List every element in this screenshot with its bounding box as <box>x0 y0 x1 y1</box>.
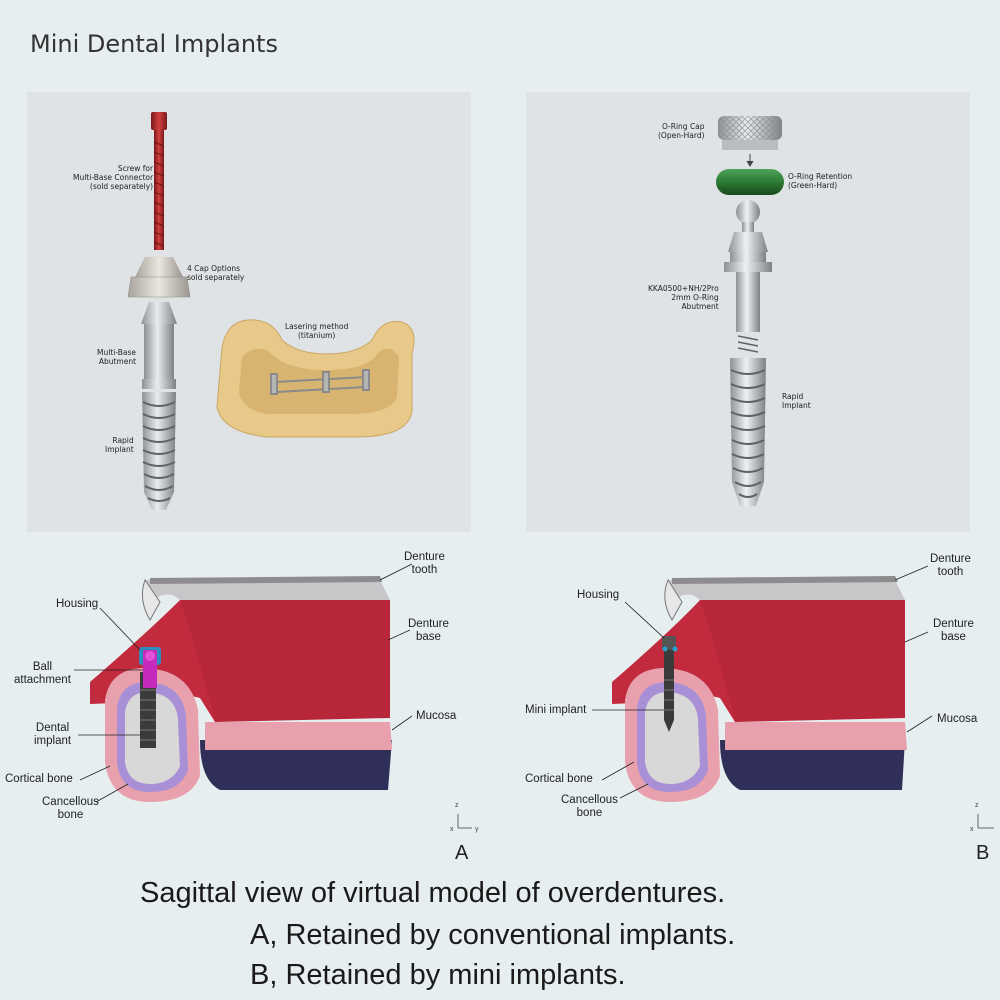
o-ring-retention-part <box>716 169 784 195</box>
a-mucosa-label: Mucosa <box>416 710 457 722</box>
a-denture-base-line-1: Denture <box>408 618 449 630</box>
o-ring-abutment-label-line-1: KKA0500+NH/2Pro <box>648 284 719 293</box>
o-ring-abutment-label-line-3: Abutment <box>681 302 719 311</box>
screw-label: Screw for Multi-Base Connector (sold sep… <box>73 164 153 191</box>
axis-icon <box>457 814 472 829</box>
a-cancellous-bone-label: Cancellous bone <box>42 796 99 822</box>
cap-label: 4 Cap Options sold separately <box>187 264 244 282</box>
diagram-a <box>74 563 472 829</box>
o-ring-abutment-part <box>724 200 772 353</box>
o-ring-cap-label: O-Ring Cap (Open-Hard) <box>658 122 705 140</box>
diagram-a-leader-lines <box>74 563 413 803</box>
lasering-label: Lasering method (titanium) <box>285 322 348 340</box>
implant-label: Rapid Implant <box>105 436 134 454</box>
o-ring-cap-label-line-1: O-Ring Cap <box>661 122 705 131</box>
b-mini-implant-label: Mini implant <box>525 704 587 716</box>
abutment-part <box>141 302 177 389</box>
cap-part <box>127 257 191 298</box>
diagram-b-letter: B <box>976 842 990 864</box>
caption-line-3: B, Retained by mini implants. <box>250 959 626 991</box>
page-title: Mini Dental Implants <box>30 30 278 58</box>
b-denture-base-label: Denture base <box>933 618 974 644</box>
a-axis-z-label: z <box>455 802 459 809</box>
a-denture-tooth-line-2: tooth <box>411 564 438 576</box>
abutment-label: Multi-Base Abutment <box>97 348 136 366</box>
b-cancellous-bone-label: Cancellous bone <box>561 794 618 820</box>
a-ball-attachment-line-2: attachment <box>14 674 71 686</box>
diagram-b-model <box>612 576 907 802</box>
b-denture-base-line-2: base <box>940 631 966 643</box>
lasering-label-line-1: Lasering method <box>285 322 349 331</box>
multi-base-implant-photo: Screw for Multi-Base Connector (sold sep… <box>27 92 471 532</box>
abutment-label-line-2: Abutment <box>98 357 137 366</box>
screw-label-line-1: Screw for <box>117 164 154 173</box>
o-ring-abutment-label: KKA0500+NH/2Pro 2mm O-Ring Abutment <box>648 284 719 311</box>
axis-icon-b <box>977 814 994 829</box>
diagram-b-leader-lines <box>592 565 933 799</box>
b-denture-tooth-label: Denture tooth <box>930 553 971 579</box>
implant-label-line-2: Implant <box>105 445 134 454</box>
o-ring-retention-label: O-Ring Retention (Green-Hard) <box>788 172 852 190</box>
b-denture-base-line-1: Denture <box>933 618 974 630</box>
a-dental-implant-label: Dental implant <box>34 722 71 748</box>
diagram-a-model <box>90 576 392 802</box>
a-axis-y-label: y <box>475 826 479 833</box>
o-ring-retention-label-line-2: (Green-Hard) <box>788 181 838 190</box>
o-ring-retention-label-line-1: O-Ring Retention <box>788 172 853 181</box>
rapid-implant-label-line-1: Rapid <box>782 392 804 401</box>
a-denture-tooth-line-1: Denture <box>404 551 445 563</box>
b-cancellous-bone-line-2: bone <box>576 807 603 819</box>
b-housing-label: Housing <box>577 589 620 601</box>
a-cancellous-bone-line-1: Cancellous <box>42 796 99 808</box>
o-ring-cap-part <box>718 116 782 150</box>
a-denture-tooth-label: Denture tooth <box>404 551 445 577</box>
o-ring-abutment-label-line-2: 2mm O-Ring <box>671 293 719 302</box>
diagram-b <box>592 565 994 829</box>
a-housing-label: Housing <box>56 598 99 610</box>
cap-label-line-1: 4 Cap Options <box>187 264 241 273</box>
a-denture-base-label: Denture base <box>408 618 449 644</box>
screw-label-line-2: Multi-Base Connector <box>73 173 154 182</box>
b-axis-z-label: z <box>975 802 979 809</box>
b-axis-x-label: x <box>970 826 974 833</box>
o-ring-implant-illustration <box>716 116 784 506</box>
cap-label-line-2: sold separately <box>187 273 245 282</box>
a-ball-attachment-label: Ball attachment <box>14 661 71 687</box>
b-mucosa-label: Mucosa <box>937 713 978 725</box>
b-cortical-bone-label: Cortical bone <box>525 773 593 785</box>
caption-line-1: Sagittal view of virtual model of overde… <box>140 877 726 909</box>
dental-model <box>216 319 415 438</box>
b-denture-tooth-line-1: Denture <box>930 553 971 565</box>
a-axis-x-label: x <box>450 826 454 833</box>
lasering-label-line-2: (titanium) <box>298 331 336 340</box>
b-cancellous-bone-line-1: Cancellous <box>561 794 618 806</box>
b-denture-tooth-line-2: tooth <box>937 566 964 578</box>
a-cancellous-bone-line-2: bone <box>57 809 84 821</box>
caption-line-2: A, Retained by conventional implants. <box>250 919 736 951</box>
a-dental-implant-line-2: implant <box>34 735 72 747</box>
implant-label-line-1: Rapid <box>112 436 134 445</box>
a-dental-implant-line-1: Dental <box>35 722 70 734</box>
diagram-a-letter: A <box>455 842 469 864</box>
screw-part <box>151 112 167 250</box>
arrow-icon <box>746 154 754 167</box>
o-ring-implant-photo: O-Ring Cap (Open-Hard) O-Ring Retention … <box>526 92 970 532</box>
abutment-label-line-1: Multi-Base <box>97 348 137 357</box>
a-cortical-bone-label: Cortical bone <box>5 773 73 785</box>
a-denture-base-line-2: base <box>415 631 441 643</box>
a-ball-attachment-line-1: Ball <box>32 661 53 673</box>
o-ring-cap-label-line-2: (Open-Hard) <box>658 131 705 140</box>
implant-part <box>142 392 176 510</box>
rapid-implant-label-line-2: Implant <box>782 401 811 410</box>
o-ring-implant-part <box>730 358 766 506</box>
screw-label-line-3: (sold separately) <box>89 182 154 191</box>
rapid-implant-label: Rapid Implant <box>782 392 811 410</box>
multi-base-implant-illustration <box>127 112 415 510</box>
